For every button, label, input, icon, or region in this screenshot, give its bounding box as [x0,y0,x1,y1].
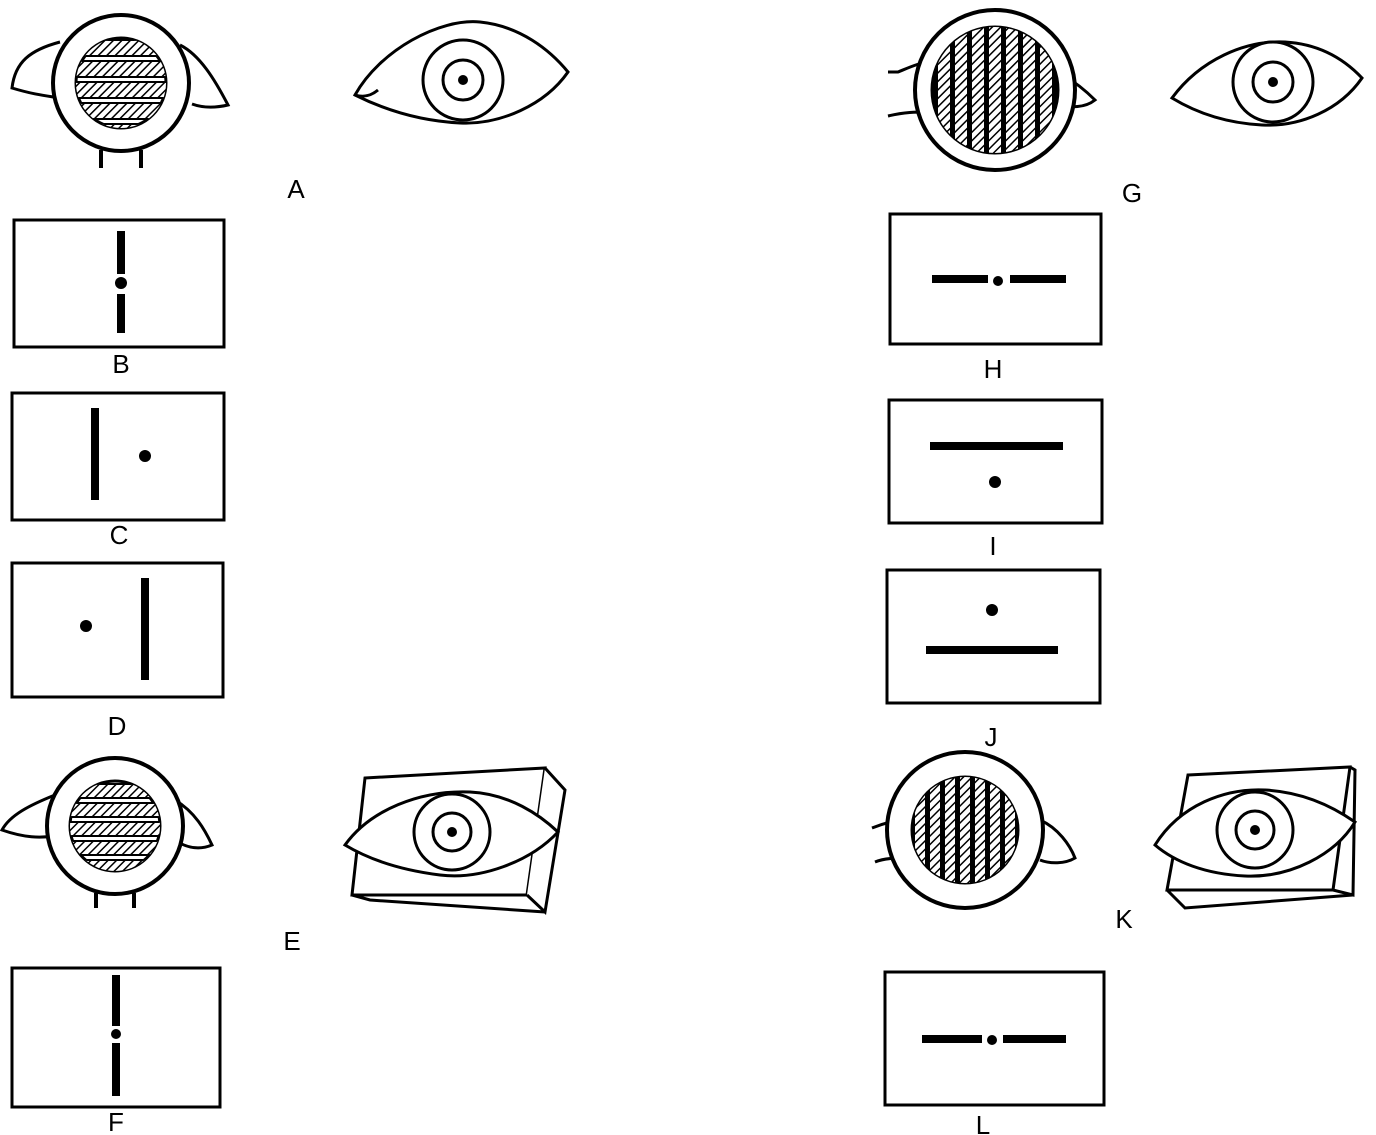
panel-i-light-spot [989,476,1001,488]
label-a: A [287,174,305,204]
panel-g-maddox-rod-vertical [887,8,1098,172]
label-d: D [108,711,127,741]
label-f: F [108,1107,124,1135]
panel-k-prism-and-eye [1153,765,1358,910]
panel-l-light-spot [987,1035,997,1045]
panel-l-target-card [883,970,1106,1107]
panel-b-target-card [12,218,226,349]
panel-d-light-spot [80,620,92,632]
panel-e-maddox-rod-horizontal [0,756,215,908]
label-i: I [989,531,996,561]
panel-c-light-spot [139,450,151,462]
panel-a-left-eye [352,20,570,125]
label-j: J [985,722,998,752]
panel-a-maddox-rod-horizontal [10,13,231,168]
panel-h-target-card [888,212,1103,346]
panel-c-target-card [10,391,226,522]
panel-g-left-eye [1169,40,1364,127]
label-g: G [1122,178,1142,208]
panel-f-target-card [10,966,222,1109]
panel-h-light-spot [993,276,1003,286]
panel-j-light-spot [986,604,998,616]
label-h: H [984,354,1003,384]
label-e: E [283,926,300,956]
panel-b-light-spot [115,277,127,289]
label-l: L [976,1110,990,1135]
panel-f-light-spot [111,1029,121,1039]
panel-i-target-card [887,398,1104,525]
label-b: B [112,349,129,379]
panel-k-maddox-rod-vertical [871,750,1077,910]
label-c: C [110,520,129,550]
panel-j-target-card [885,568,1102,705]
panel-e-prism-and-eye [342,766,567,916]
panel-d-target-card [10,561,225,699]
label-k: K [1115,904,1133,934]
